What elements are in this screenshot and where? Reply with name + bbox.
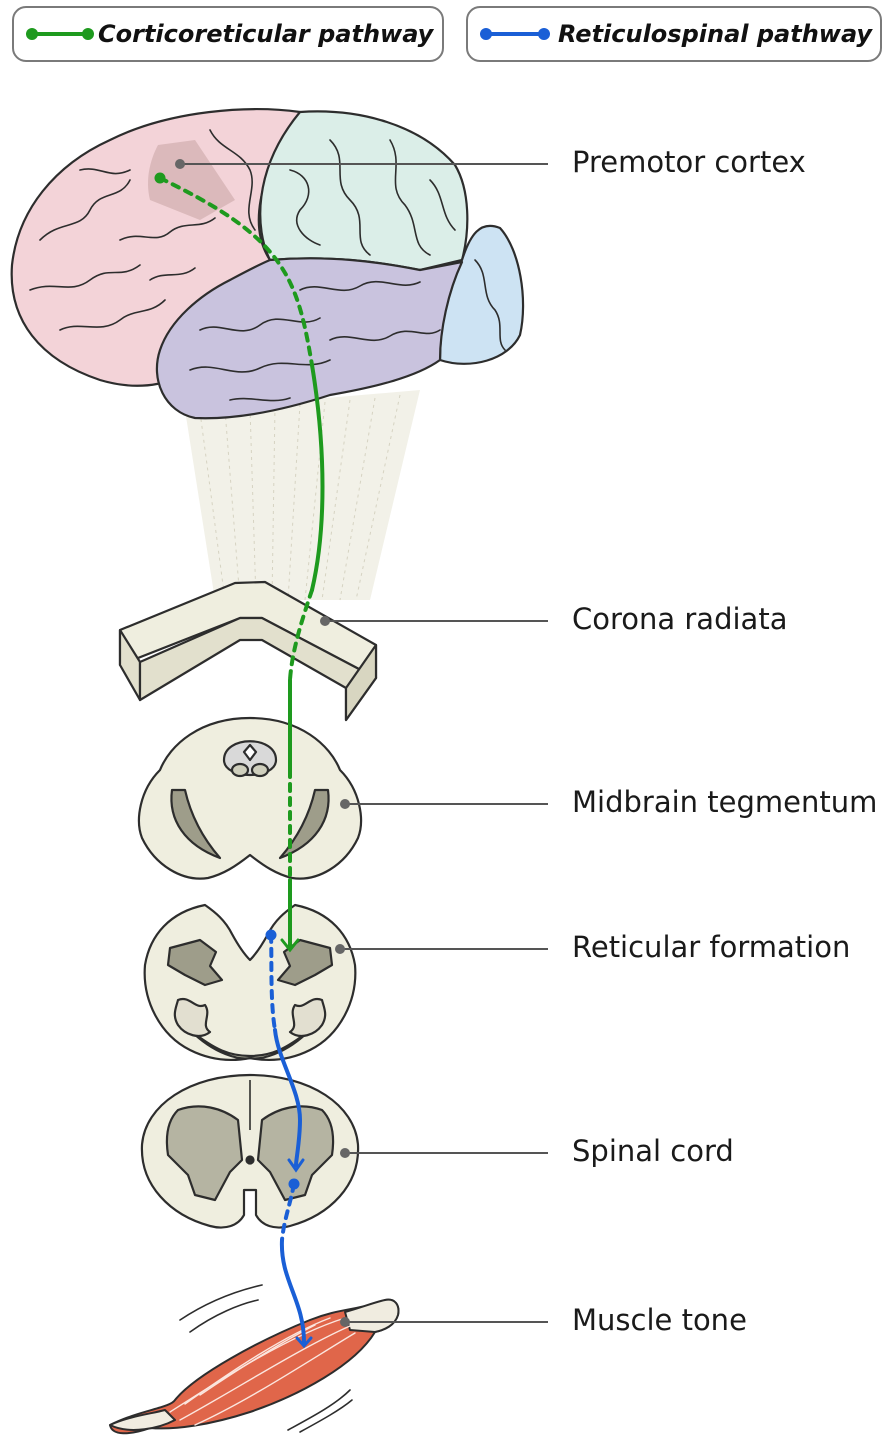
brain <box>12 109 523 418</box>
midbrain-section <box>139 718 361 879</box>
muscle <box>110 1300 398 1434</box>
parietal-lobe <box>260 111 467 270</box>
label-muscle-tone: Muscle tone <box>572 1306 747 1335</box>
label-reticular-formation: Reticular formation <box>572 933 850 962</box>
corona-radiata-block <box>120 582 376 720</box>
label-corona-radiata: Corona radiata <box>572 605 787 634</box>
label-midbrain-tegmentum: Midbrain tegmentum <box>572 788 877 817</box>
medulla-section <box>145 905 356 1060</box>
label-premotor-cortex: Premotor cortex <box>572 148 806 177</box>
label-spinal-cord: Spinal cord <box>572 1137 734 1166</box>
spinal-cord-section <box>142 1075 358 1228</box>
fiber-fan <box>185 390 420 600</box>
